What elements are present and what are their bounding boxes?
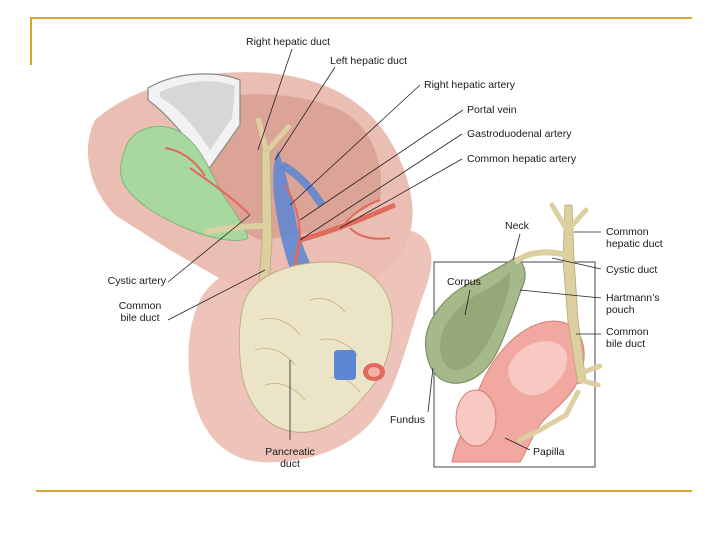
leader-left-hepatic-duct	[274, 66, 336, 161]
leader-papilla	[504, 437, 531, 451]
leader-neck	[512, 233, 521, 261]
label-portal-vein: Portal vein	[467, 104, 517, 116]
label-right-hepatic-artery: Right hepatic artery	[424, 79, 516, 91]
slide-frame-top-rule	[30, 17, 692, 19]
label-papilla: Papilla	[533, 446, 565, 458]
leader-lines	[167, 48, 602, 451]
inset-gallbladder-diagram	[424, 202, 603, 468]
label-cystic-artery: Cystic artery	[107, 275, 166, 287]
leader-fundus	[427, 367, 434, 413]
label-common-hepatic-artery: Common hepatic artery	[467, 153, 577, 165]
leader-right-hepatic-artery	[289, 84, 421, 206]
label-common-hepatic-duct: Common hepatic duct	[606, 226, 663, 250]
label-cystic-duct: Cystic duct	[606, 264, 658, 276]
pancreas-lobules	[254, 298, 361, 401]
hepatic-duct-branch	[255, 117, 292, 152]
leader-cystic-duct	[551, 257, 602, 270]
inset-duodenum-lumen	[508, 341, 568, 396]
leader-right-hepatic-duct	[257, 48, 293, 151]
label-pancreatic-duct: Pancreatic duct	[265, 446, 315, 470]
inset-cystic-duct	[513, 249, 567, 265]
portal-vein-branch	[279, 161, 326, 208]
artery-cut-end-inner	[368, 367, 380, 377]
label-common-bile-duct-right: Common bile duct	[606, 326, 649, 350]
gallbladder	[120, 125, 249, 241]
retractor-shading	[160, 81, 235, 150]
inset-duct-branches	[517, 202, 603, 443]
label-common-bile-duct-left: Common bile duct	[118, 300, 162, 324]
main-anatomy-drawing	[87, 72, 432, 463]
cystic-artery-vessel	[164, 147, 251, 216]
leader-portal-vein	[299, 109, 464, 221]
leader-common-hepatic-artery	[339, 158, 463, 229]
label-corpus: Corpus	[447, 276, 481, 288]
slide-frame-left-rule	[30, 17, 32, 65]
leader-hartmanns-pouch	[519, 289, 602, 299]
leader-gastroduodenal-artery	[299, 133, 463, 241]
label-neck: Neck	[505, 220, 529, 232]
label-gastroduodenal-artery: Gastroduodenal artery	[467, 128, 572, 140]
leader-common-bile-duct-left	[167, 269, 266, 321]
label-fundus: Fundus	[390, 414, 426, 426]
label-right-hepatic-duct: Right hepatic duct	[246, 36, 331, 48]
inset-gallbladder-lumen	[440, 272, 511, 371]
label-hartmanns-pouch: Hartmann’s pouch	[606, 292, 660, 316]
label-left-hepatic-duct: Left hepatic duct	[330, 55, 408, 67]
slide-frame-bottom-rule	[36, 490, 692, 492]
pancreas	[238, 261, 393, 433]
leader-cystic-artery	[167, 214, 251, 283]
portal-vein-cut-end	[334, 350, 356, 380]
inset-duodenum-lower-lumen	[455, 389, 497, 447]
leader-corpus	[464, 289, 471, 316]
